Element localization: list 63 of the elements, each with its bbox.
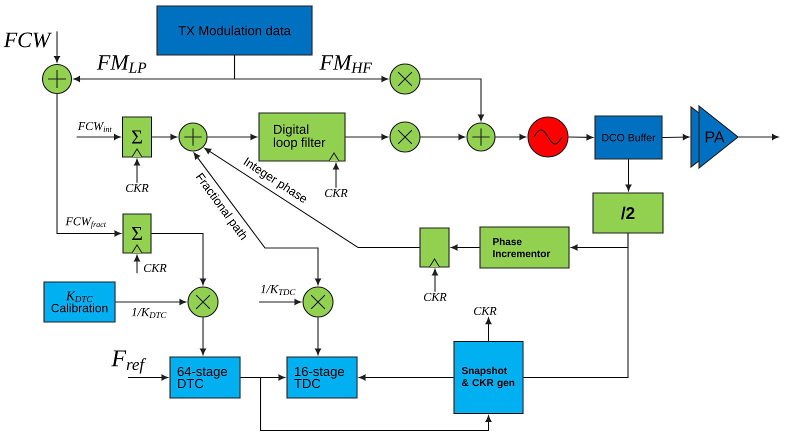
arrow [134,158,140,183]
converter-box: 16-stage TDC [286,356,358,399]
arrow [662,134,690,140]
arrow [496,134,526,140]
incrementor-box: Phase Incrementor [479,226,570,269]
signal-label: FCW [4,32,52,48]
connector-line [524,234,629,378]
oscillator-circle [527,116,569,158]
signal-label: CKR [144,264,166,272]
arrow [358,374,454,380]
arrow [315,318,322,356]
modulation-data-box: TX Modulation data [156,5,313,56]
arrow [738,134,779,140]
arrow [152,134,178,140]
arrow [204,148,420,248]
arrow [450,244,480,250]
arrow [259,298,302,305]
arrow [200,318,206,356]
adder-circle [466,122,496,152]
loop-filter-box: Digital loop filter [258,112,346,162]
arrow [76,134,121,140]
snapshot-box: Snapshot & CKR gen [453,340,524,414]
arrow [56,94,122,236]
arrow [420,134,466,140]
converter-box: 64-stage DTC [169,356,241,399]
register-box [419,227,450,268]
signal-label: CKR [126,184,148,192]
edge-label: 1/K$_{DTC}$ [130,306,168,320]
double-arrow [194,152,322,286]
multiplier-circle [187,286,219,318]
adder-circle [42,64,72,94]
arrow [420,78,484,122]
signal-label: FCW$_{int}$ [78,122,112,132]
adder-circle [178,122,208,152]
signal-label: 1/K$_{TDC}$ [260,284,296,296]
multiplier-circle [389,121,421,153]
arrow [486,318,492,341]
arrow [240,376,492,432]
signal-label: CKR [325,188,348,198]
buffer-box: DCO Buffer [594,115,663,160]
edge-label: FM$_{LP}$ [96,54,148,74]
arrow [346,134,388,140]
edge-label: FM$_{HF}$ [318,54,374,74]
arrow [116,298,186,305]
signal-label: F$_{ref}$ [111,350,146,374]
accumulator-box: Σ [122,116,152,158]
arrow [208,134,258,140]
accumulator-box: Σ [122,213,152,254]
calibration-box: K$_{DTC}$ Calibration [43,281,116,323]
edge-label: FCW$_{fract}$ [64,216,108,230]
arrow [152,232,206,286]
arrow [128,374,168,380]
arrow [626,160,632,192]
signal-label: CKR [424,292,446,302]
arrow [432,268,438,292]
arrow [234,56,388,82]
arrow [54,31,60,63]
arrow [134,254,140,274]
arrow [333,162,340,188]
multiplier-circle [389,63,421,95]
signal-label: CKR [474,306,496,316]
multiplier-circle [302,286,334,318]
arrow [568,134,594,140]
